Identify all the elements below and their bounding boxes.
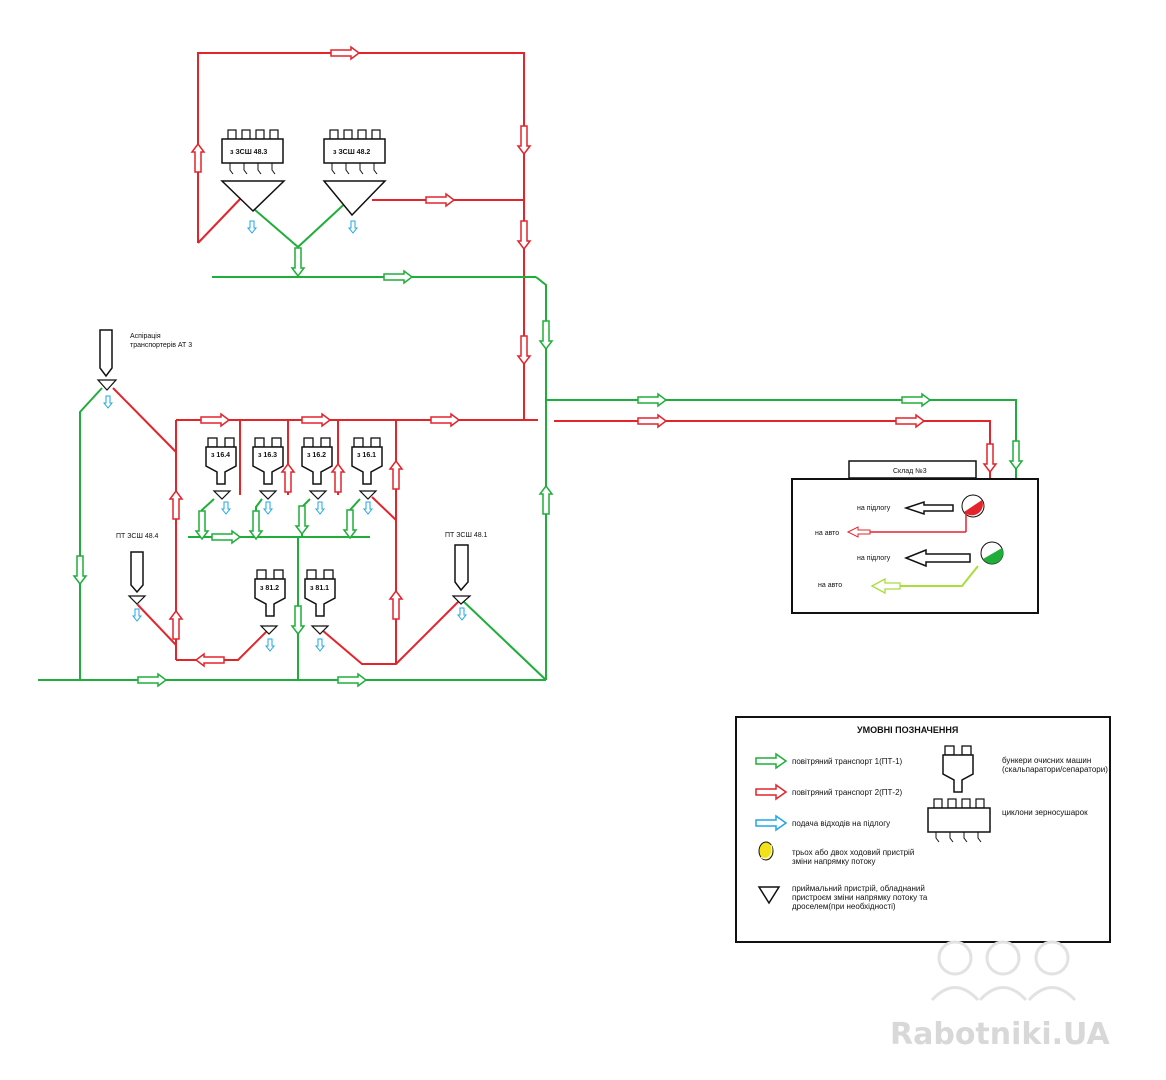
- flow-switch-green: [980, 541, 1004, 565]
- watermark-text: Rabotniki.UA: [890, 1017, 1110, 1052]
- bunker-16-3: з 16.3: [252, 437, 284, 515]
- watermark: Rabotniki.UA: [890, 940, 1110, 1052]
- arrow-to-floor-2: [903, 548, 971, 568]
- mid-red-network: [112, 387, 538, 667]
- legend-receiver-3: дроселем(при необхідності): [792, 902, 896, 911]
- cyclone-48-3: з ЗСШ 48.3: [221, 129, 284, 175]
- legend-bunker-1: бункери очисних машин: [1002, 756, 1091, 765]
- legend-waste: подача відходів на підлогу: [792, 819, 890, 828]
- auto-label-2: на авто: [818, 582, 842, 589]
- legend-switch-icon: [758, 841, 774, 861]
- bunker-16-2-label: з 16.2: [307, 452, 326, 459]
- bunker-16-1: з 16.1: [351, 437, 383, 515]
- bunker-16-4: з 16.4: [205, 437, 237, 515]
- legend-cyclone: циклони зерносушарок: [1002, 808, 1088, 817]
- warehouse-title: Склад №3: [893, 468, 927, 475]
- arrow-to-floor-1: [903, 500, 954, 516]
- aspiration-label-2: транспортерів АТ 3: [130, 341, 192, 349]
- bunker-81-2: з 81.2: [254, 569, 286, 652]
- bunker-16-4-label: з 16.4: [211, 452, 230, 459]
- bunker-81-1-label: з 81.1: [310, 585, 329, 592]
- legend-receiver-1: приймальний пристрій, обладнаний: [792, 884, 925, 893]
- bunker-81-1: з 81.1: [304, 569, 336, 652]
- pt-48-4: ПТ ЗСШ 48.4: [116, 533, 177, 646]
- bunker-16-1-label: з 16.1: [357, 452, 376, 459]
- legend-cyclone-icon: [927, 798, 991, 843]
- pt-48-4-label: ПТ ЗСШ 48.4: [116, 533, 159, 540]
- legend-receiver-icon: [757, 886, 781, 905]
- cyclone-48-2: з ЗСШ 48.2: [323, 129, 386, 175]
- aspiration-label-1: Аспірація: [130, 332, 161, 340]
- mid-green-network: [38, 320, 553, 687]
- legend-switch-1: трьох або двох ходовий пристрій: [792, 848, 914, 857]
- bunker-16-2: з 16.2: [301, 437, 333, 515]
- pt-48-1-label: ПТ ЗСШ 48.1: [445, 532, 488, 539]
- auto-label-1: на авто: [815, 530, 839, 537]
- legend-switch-2: зміни напрямку потоку: [792, 857, 875, 866]
- legend-title: УМОВНІ ПОЗНАЧЕННЯ: [857, 725, 958, 735]
- bunker-16-3-label: з 16.3: [258, 452, 277, 459]
- top-red-loop: [191, 46, 531, 420]
- floor-label-2: на підлогу: [857, 554, 891, 562]
- legend: УМОВНІ ПОЗНАЧЕННЯ повітряний транспорт 1…: [735, 716, 1111, 943]
- aspiration-at3: Аспірація транспортерів АТ 3: [96, 329, 192, 409]
- bunker-81-2-label: з 81.2: [260, 585, 279, 592]
- cyclone-48-3-label: з ЗСШ 48.3: [230, 149, 267, 156]
- pt-48-1: ПТ ЗСШ 48.1: [445, 532, 488, 621]
- warehouse-3: Склад №3 на підлогу на авто на підлогу н…: [791, 460, 1039, 614]
- receiver-48-2: [322, 180, 387, 217]
- legend-receiver-2: пристроєм зміни напрямку потоку та: [792, 893, 928, 902]
- floor-label-1: на підлогу: [857, 504, 891, 512]
- flow-switch-red: [961, 494, 985, 518]
- legend-bunker-2: (скальпаратори/сепаратори): [1002, 765, 1108, 774]
- cyclone-48-2-label: з ЗСШ 48.2: [333, 149, 370, 156]
- top-green-line: [212, 196, 547, 424]
- receiver-48-3: [220, 180, 286, 213]
- legend-pt2: повітряний транспорт 2(ПТ-2): [792, 788, 903, 797]
- legend-pt1: повітряний транспорт 1(ПТ-1): [792, 757, 903, 766]
